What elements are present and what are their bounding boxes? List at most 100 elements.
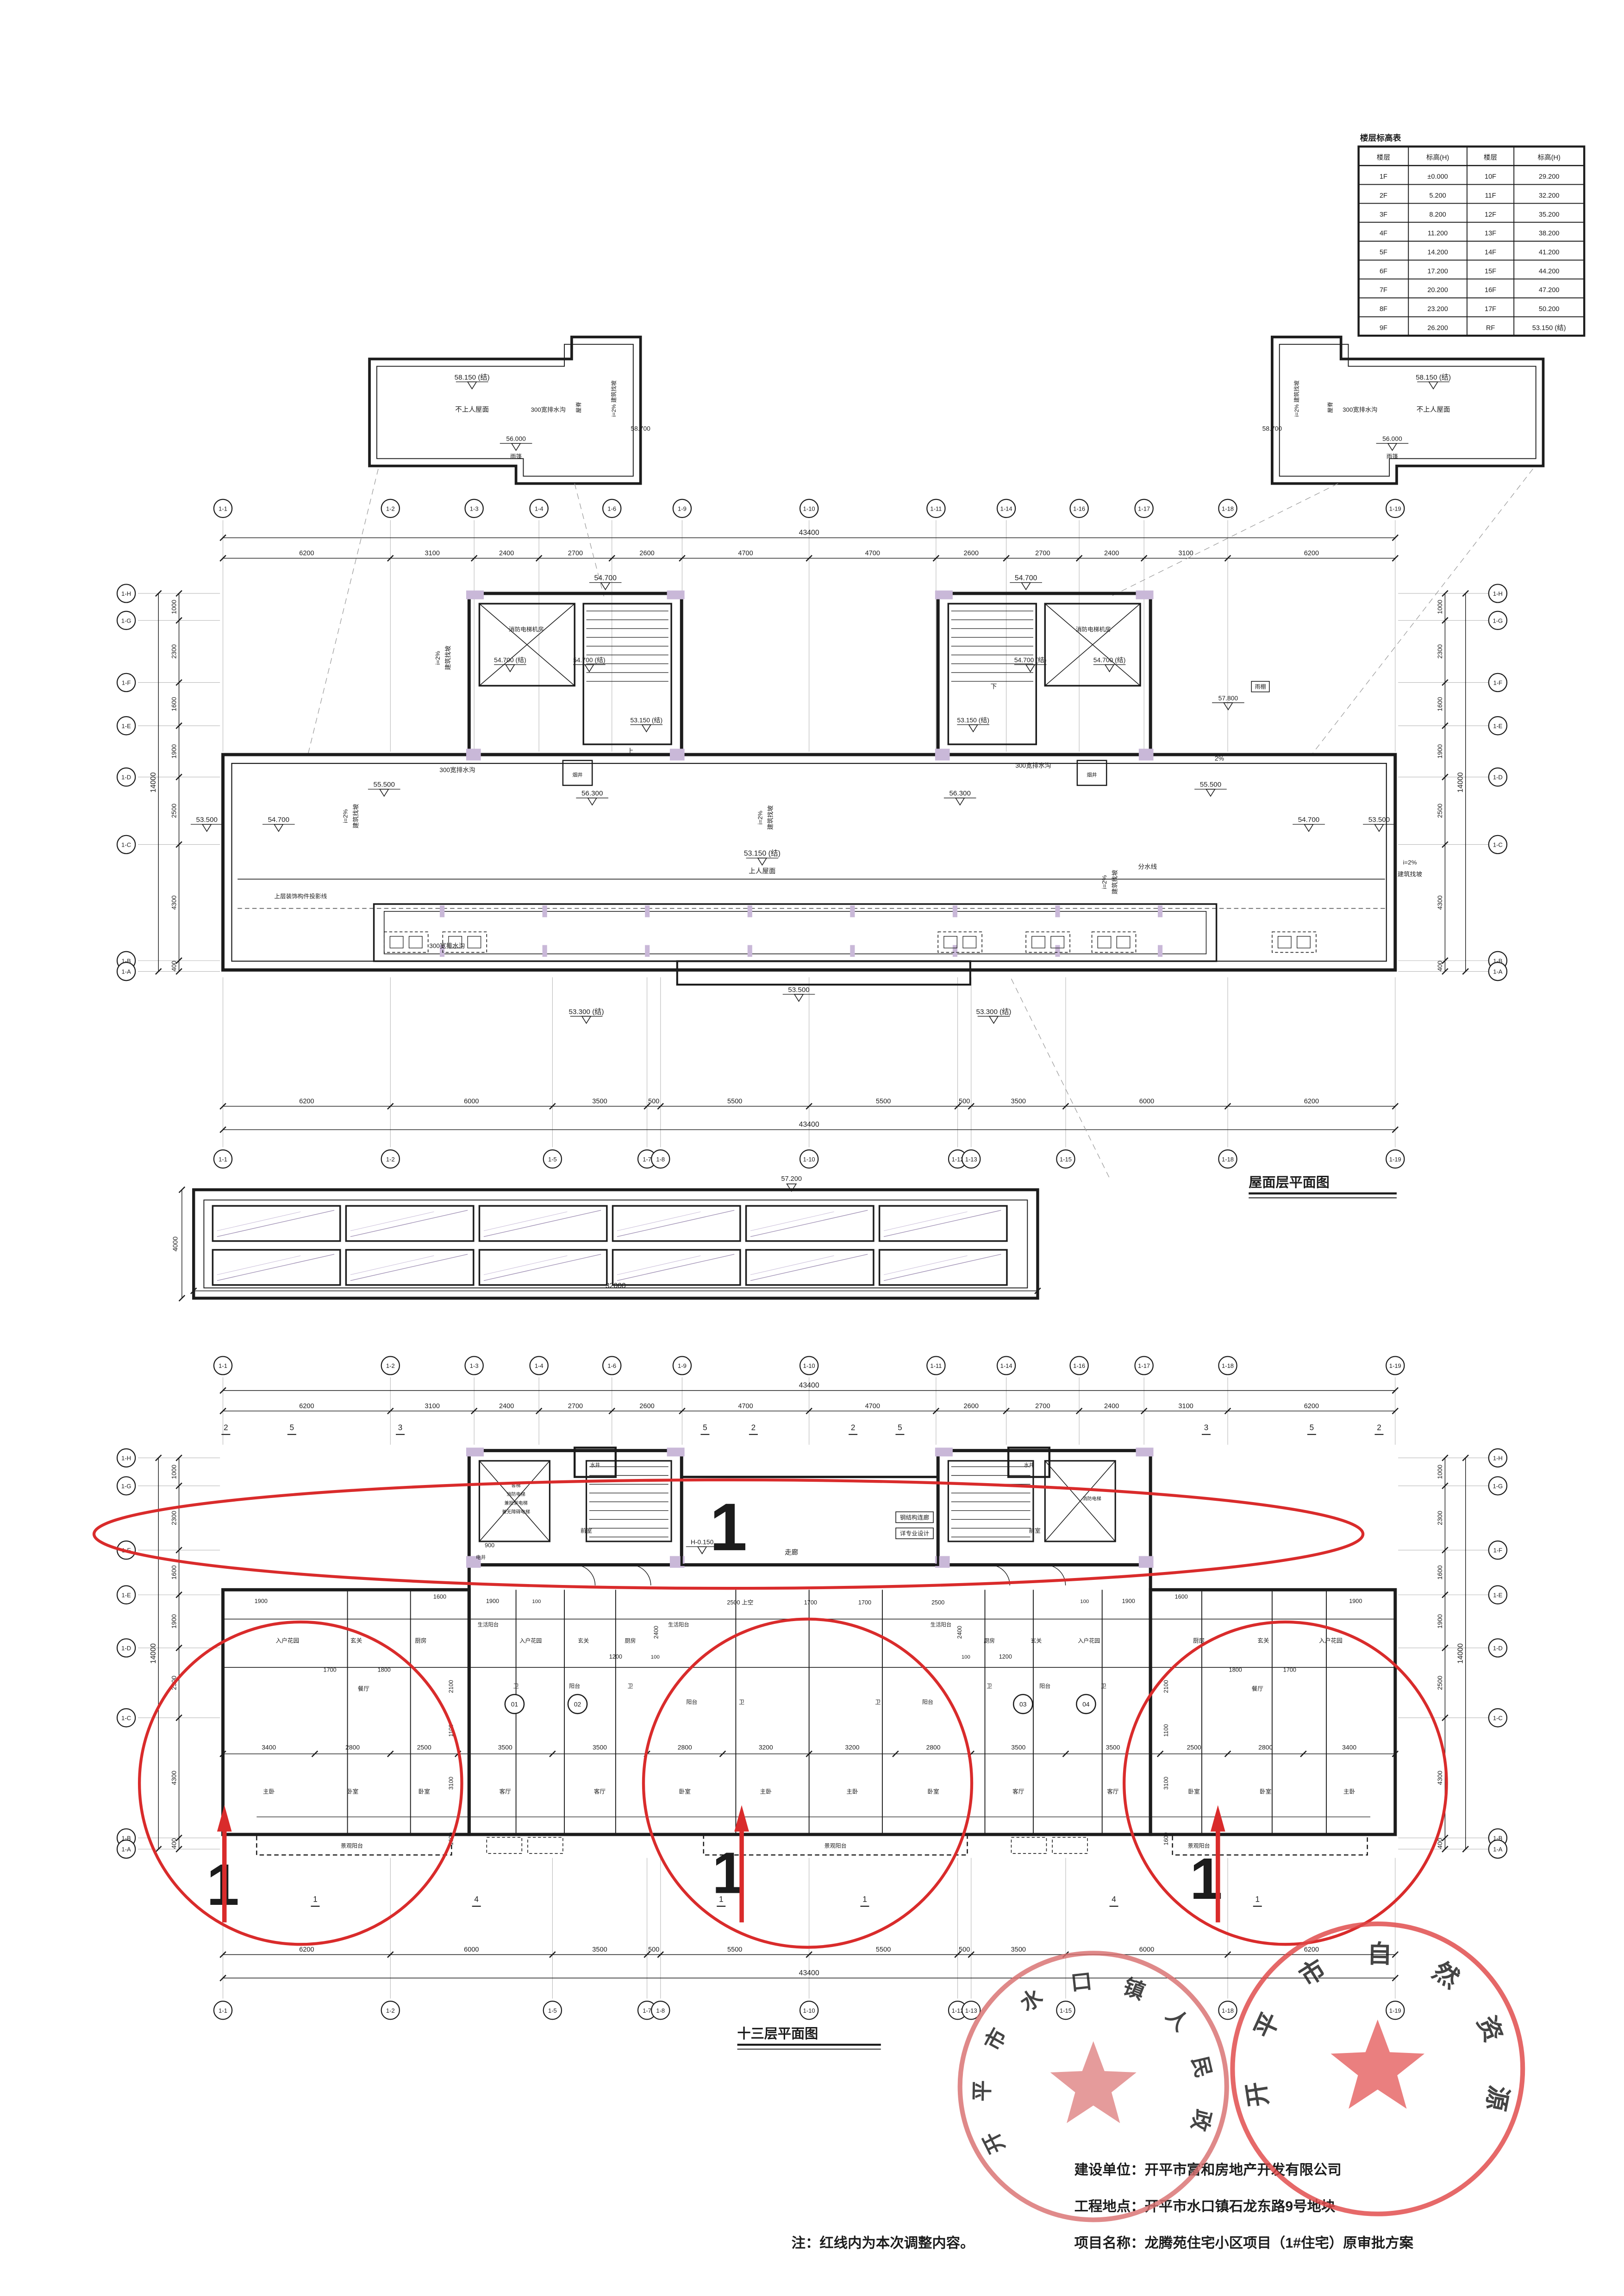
- grid-bubble: [799, 1149, 819, 1169]
- annotation-label: 2400: [956, 1626, 963, 1639]
- government-stamp-left: 开平市水口镇人民政府: [0, 0, 1229, 2222]
- grid-bubble-label: 1-19: [1389, 505, 1401, 512]
- dimension-label: 2700: [1035, 1403, 1050, 1410]
- ac-unit-inner: [408, 936, 423, 948]
- ac-unit-inner: [1050, 936, 1065, 948]
- dimension-label: 2600: [639, 1403, 654, 1410]
- table-cell: 11F: [1485, 192, 1496, 200]
- annotation-label: i=2%: [434, 651, 441, 665]
- annotation-label: 水井: [1024, 1462, 1034, 1468]
- core-wall-pad: [669, 749, 685, 761]
- dimension-label: 2300: [170, 644, 177, 659]
- dimension-label: 3400: [262, 1743, 276, 1751]
- dim-tick: [806, 1750, 812, 1758]
- section-mark: 2: [751, 1423, 756, 1432]
- grid-bubble: [116, 961, 136, 981]
- annotation-label: 1700: [324, 1667, 337, 1673]
- red-arrow-head: [734, 1805, 749, 1832]
- table-header-cell: 标高(H): [1426, 154, 1449, 162]
- grid-bubble: [672, 1356, 692, 1375]
- grid-bubble: [213, 1149, 233, 1169]
- grid-bubble-label: 1-2: [386, 1362, 395, 1369]
- dimension-label: 1900: [1436, 744, 1443, 758]
- dim-tick: [1442, 590, 1449, 597]
- balcony-column: [1055, 945, 1060, 957]
- ac-unit-box: [527, 1837, 563, 1854]
- annotation-label: 雨棚: [1255, 683, 1266, 690]
- annotation-label: 53.300 (结): [569, 1008, 604, 1016]
- annotation-label: 56.000: [506, 435, 526, 443]
- grid-bubble-label: 1-19: [1389, 1362, 1401, 1369]
- grid-bubble: [116, 1476, 136, 1496]
- annotation-label: 厨房: [415, 1637, 426, 1644]
- balcony-column: [440, 945, 445, 957]
- balcony-column: [1158, 905, 1163, 917]
- annotation-label: 1900: [486, 1598, 499, 1604]
- panel-slope-line: [217, 1255, 301, 1275]
- projection-leader-line: [1111, 483, 1338, 597]
- annotation-label: 2%: [1215, 755, 1224, 762]
- dimension-label: 2500: [1187, 1743, 1201, 1751]
- balcony-column: [747, 905, 752, 917]
- grid-bubble: [962, 1149, 981, 1169]
- grid-bubble-label: 1-18: [1222, 1362, 1234, 1369]
- elevation-marker-triangle: [201, 824, 212, 832]
- drawing-line: [1044, 1460, 1116, 1542]
- annotation-box: [895, 1527, 934, 1539]
- dim-tick: [719, 1750, 726, 1758]
- grid-bubble: [529, 499, 549, 518]
- annotation-label: 1700: [1283, 1667, 1296, 1673]
- annotation-label: 上: [627, 747, 634, 755]
- grid-bubble: [926, 1356, 946, 1375]
- section-mark: 2: [851, 1423, 855, 1432]
- annotation-label: 54.700 (结): [573, 656, 606, 664]
- grid-bubble-label: 1-C: [1493, 841, 1503, 848]
- grid-bubble: [116, 716, 136, 736]
- grid-bubble: [543, 1149, 562, 1169]
- unit-number-label: 02: [574, 1701, 581, 1708]
- annotation-label: 3100: [448, 1777, 455, 1790]
- dim-tick: [175, 1482, 182, 1490]
- panel-slope-line: [483, 1211, 568, 1231]
- table-cell: 44.200: [1539, 268, 1559, 275]
- dim-tick: [1003, 1407, 1010, 1415]
- panel-slope-line: [750, 1211, 834, 1231]
- annotation-label: 厨房: [625, 1637, 636, 1644]
- grid-bubble: [1488, 835, 1508, 855]
- grid-bubble: [799, 499, 819, 518]
- dimension-label: 5500: [876, 1946, 891, 1953]
- annotation-label: 玄关: [578, 1637, 589, 1644]
- grid-bubble: [1134, 1356, 1154, 1375]
- table-cell: 12F: [1485, 211, 1496, 218]
- dimension-label: 2500: [1436, 804, 1443, 818]
- dim-tick: [1075, 1407, 1083, 1415]
- section-mark: 5: [898, 1423, 902, 1432]
- section-mark: 3: [1204, 1423, 1208, 1432]
- dimension-label: 2300: [1436, 644, 1443, 659]
- dimension-label: 6200: [1304, 1946, 1319, 1953]
- section-mark: 2: [1377, 1423, 1381, 1432]
- dim-tick: [1224, 1407, 1231, 1415]
- total-dimension-label: 43400: [799, 1121, 819, 1129]
- dimension-label: 6200: [299, 1403, 314, 1410]
- dimension-label: 1600: [170, 1565, 177, 1579]
- core-wall-pad: [667, 1447, 685, 1457]
- grid-bubble-label: 1-G: [1493, 1483, 1503, 1490]
- annotation-label: 53.500: [788, 986, 809, 994]
- grid-bubble: [996, 499, 1016, 518]
- dim-tick: [175, 1834, 182, 1841]
- grid-bubble: [672, 499, 692, 518]
- balcony-column: [952, 945, 957, 957]
- total-dimension-label: 14000: [1456, 772, 1464, 792]
- panel-slope-line: [217, 1211, 301, 1231]
- annotation-label: 54.700 (结): [494, 656, 526, 664]
- dim-tick: [1034, 1287, 1041, 1294]
- table-cell: 23.200: [1427, 306, 1448, 313]
- red-revision-circle: [642, 1617, 974, 1949]
- annotation-label: 消防电梯机房: [1076, 626, 1111, 633]
- annotation-label: i=2% 建筑找坡: [610, 381, 617, 417]
- dim-tick: [954, 1103, 961, 1110]
- dim-tick: [219, 534, 226, 541]
- annotation-label: 景观阳台: [341, 1842, 363, 1849]
- ac-unit-box: [1052, 1837, 1088, 1854]
